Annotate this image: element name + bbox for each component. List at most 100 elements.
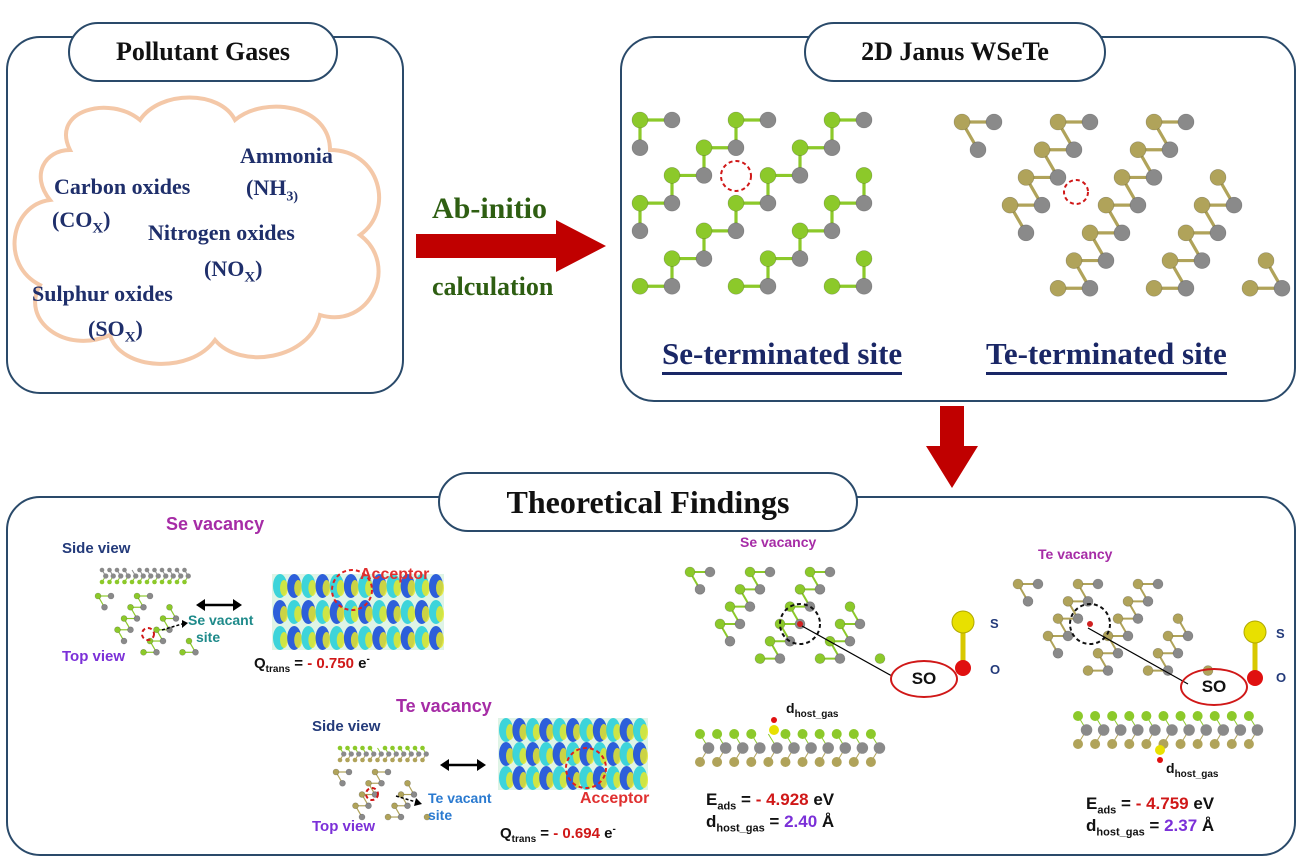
mid-top-view-lattice <box>332 768 431 821</box>
pollutant-title: Pollutant Gases <box>68 22 338 82</box>
left-charge-lobes <box>272 574 444 650</box>
carbon-close: ) <box>103 207 111 232</box>
left-top-view: Top view <box>62 648 125 665</box>
mid-te-vacant-label: Te vacant site <box>428 790 492 824</box>
mid-te-vacant-text: Te vacant <box>428 790 492 806</box>
te-dist-eq: = <box>1144 816 1165 835</box>
se-dist-unit: Å <box>817 812 835 831</box>
mid-dashed-arrow-icon <box>395 795 422 806</box>
se-dist-eq: = <box>764 812 785 831</box>
sulphur-label: Sulphur oxides <box>32 281 173 307</box>
mid-te-vacancy-text: Te vacancy <box>396 696 492 716</box>
se-eads-eq: = <box>736 790 756 809</box>
mid-side-view: Side view <box>312 718 380 735</box>
se-result-title: Se vacancy <box>740 534 816 550</box>
se-atom-o: O <box>990 662 1000 677</box>
left-q-sub: trans <box>265 664 291 675</box>
te-result-title-text: Te vacancy <box>1038 546 1113 562</box>
left-top-view-lattice <box>94 592 199 656</box>
mid-acceptor-label: Acceptor <box>580 790 649 808</box>
te-dhost-label: dhost_gas <box>1166 760 1218 780</box>
se-dist-value: 2.40 <box>784 812 818 831</box>
mid-charge-density-image <box>498 718 648 790</box>
te-dhost-d: d <box>1166 760 1175 776</box>
left-q-sup: - <box>366 654 370 665</box>
carbon-formula: (COX) <box>52 207 111 237</box>
se-dist: dhost_gas = 2.40 Å <box>706 812 834 834</box>
mid-side-view-strip <box>337 745 429 763</box>
nitrogen-sub: X <box>244 269 256 286</box>
te-atom-o: O <box>1276 670 1286 685</box>
sulphur-formula: (SOX) <box>88 316 143 346</box>
se-terminated-lattice <box>631 111 873 295</box>
te-eads: Eads = - 4.759 eV <box>1086 794 1214 816</box>
sulphur-close: ) <box>135 316 143 341</box>
left-q-label: Q <box>254 655 266 672</box>
te-eads-value: - 4.759 <box>1135 794 1189 813</box>
left-acceptor-text: Acceptor <box>360 566 430 583</box>
left-charge-density-image <box>272 569 444 650</box>
te-so-text: SO <box>1201 677 1227 696</box>
ammonia-sub: 3) <box>286 189 298 205</box>
te-dist-d: d <box>1086 816 1097 835</box>
left-se-vacant-text: Se vacant <box>188 612 254 628</box>
left-q-eq: = <box>290 655 308 672</box>
se-so-ellipse: SO <box>890 660 958 698</box>
mid-acceptor-text: Acceptor <box>580 790 650 807</box>
te-result-side-atoms <box>1073 711 1264 763</box>
nitrogen-close: ) <box>255 256 263 281</box>
te-lattice-atoms <box>953 113 1291 297</box>
pollutant-title-text: Pollutant Gases <box>115 37 291 66</box>
te-dist-unit: Å <box>1197 816 1215 835</box>
se-result-side-atoms <box>695 717 886 767</box>
pollutant-panel <box>6 36 404 394</box>
left-side-view: Side view <box>62 540 130 557</box>
left-se-vacant-label: Se vacant site <box>188 612 253 646</box>
ammonia-text: Ammonia <box>240 143 333 168</box>
findings-title: Theoretical Findings <box>438 472 858 532</box>
left-dashed-arrow-icon <box>161 620 188 631</box>
cloud-shape <box>12 95 382 366</box>
left-charge-acceptor-ring <box>331 569 373 611</box>
se-eads-unit: eV <box>808 790 835 809</box>
se-atom-s-text: S <box>990 616 999 631</box>
janus-title-text: 2D Janus WSeTe <box>861 37 1049 66</box>
janus-title: 2D Janus WSeTe <box>804 22 1106 82</box>
mid-site-text: site <box>428 807 453 823</box>
se-result-pointer <box>801 625 893 677</box>
carbon-formula-text: (CO <box>52 207 93 232</box>
te-eads-e: E <box>1086 794 1098 813</box>
se-eads-sub: ads <box>717 800 737 813</box>
se-so-molecule <box>951 610 975 676</box>
mid-te-vacancy-title: Te vacancy <box>396 696 492 717</box>
te-atom-o-text: O <box>1276 670 1287 685</box>
mid-top-vacancy-marker <box>365 787 379 801</box>
te-atom-s: S <box>1276 626 1285 641</box>
se-lattice-vacancy-marker <box>720 160 752 192</box>
ammonia-label: Ammonia <box>240 143 333 169</box>
down-arrow-icon <box>926 406 978 488</box>
mid-top-atoms <box>332 768 431 821</box>
abinitio-text: Ab-initio <box>432 192 548 225</box>
mid-double-arrow-icon <box>440 759 486 771</box>
mid-q-unit: e <box>599 825 613 842</box>
te-result-pointer <box>1087 627 1189 685</box>
se-dist-d: d <box>706 812 717 831</box>
left-q-trans: Qtrans = - 0.750 e- <box>254 654 370 675</box>
left-q-value: - 0.750 <box>307 655 354 672</box>
carbon-sub: X <box>92 220 104 237</box>
calculation-text: calculation <box>432 272 554 301</box>
mid-q-trans: Qtrans = - 0.694 e- <box>500 824 616 845</box>
left-top-atoms <box>94 592 199 656</box>
se-atom-o-text: O <box>990 662 1001 677</box>
te-dist: dhost_gas = 2.37 Å <box>1086 816 1214 838</box>
te-so-molecule <box>1243 620 1267 686</box>
sulphur-sub: X <box>124 329 136 346</box>
se-atom-s: S <box>990 616 999 631</box>
te-dist-value: 2.37 <box>1164 816 1198 835</box>
se-so-text: SO <box>911 669 937 688</box>
left-double-arrow-icon <box>196 599 242 611</box>
ammonia-formula: (NH3) <box>246 175 298 205</box>
right-arrow-icon <box>416 220 606 272</box>
se-dhost-d: d <box>786 700 795 716</box>
